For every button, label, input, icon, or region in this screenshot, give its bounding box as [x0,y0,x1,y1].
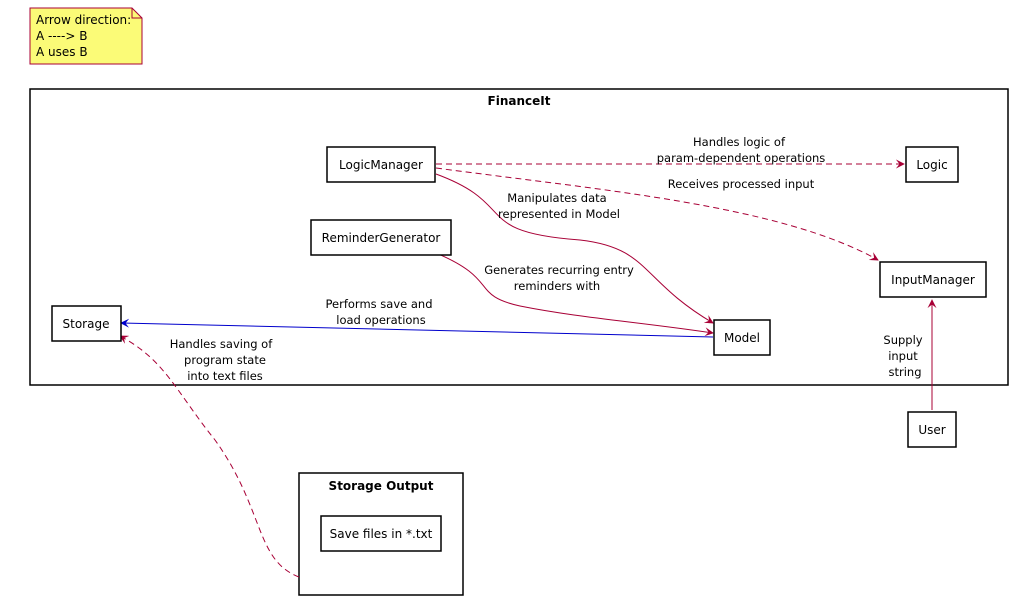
label-user-2: input [888,349,918,363]
label-user-3: string [888,365,921,379]
financeit-title: FinanceIt [488,94,551,108]
financeit-container: FinanceIt [29,88,1009,386]
node-inputmanager-label: InputManager [891,273,975,287]
node-remindergenerator-label: ReminderGenerator [322,231,441,245]
node-remindergenerator[interactable]: ReminderGenerator [310,219,452,256]
label-input: Receives processed input [668,177,815,191]
node-user[interactable]: User [907,411,957,448]
label-storage-3: into text files [187,369,263,383]
node-savefiles-label: Save files in *.txt [330,527,433,541]
edge-model-storage [120,318,714,338]
node-logic[interactable]: Logic [905,146,959,183]
edges [119,159,937,578]
edge-logicmanager-inputmanager [435,167,879,261]
label-manipulate-1: Manipulates data [507,191,606,205]
label-reminder-1: Generates recurring entry [484,263,634,277]
node-logicmanager[interactable]: LogicManager [326,146,436,183]
node-inputmanager[interactable]: InputManager [879,261,987,298]
note-line-2: A ----> B [36,29,87,43]
label-manipulate-2: represented in Model [498,207,620,221]
node-savefiles[interactable]: Save files in *.txt [320,515,442,552]
edge-logicmanager-model [435,173,714,324]
label-save-2: load operations [336,313,425,327]
label-storage-2: program state [184,353,266,367]
node-user-label: User [918,423,945,437]
node-model[interactable]: Model [713,319,771,356]
edge-labels: Handles logic of param-dependent operati… [170,135,923,383]
label-storage-1: Handles saving of [170,337,274,351]
node-logic-label: Logic [916,158,947,172]
storage-output-container: Storage Output [298,472,464,596]
edge-saveoutput-storage [119,335,300,578]
label-logic-2: param-dependent operations [657,151,826,165]
label-user-1: Supply [883,333,922,347]
node-logicmanager-label: LogicManager [339,158,423,172]
note-line-3: A uses B [36,45,88,59]
label-reminder-2: reminders with [514,279,600,293]
legend-note: Arrow direction: A ----> B A uses B [29,7,143,65]
label-save-1: Performs save and [326,297,433,311]
node-model-label: Model [724,331,760,345]
node-storage[interactable]: Storage [51,305,122,342]
storage-output-title: Storage Output [329,479,434,493]
label-logic-1: Handles logic of [693,135,786,149]
node-storage-label: Storage [63,317,110,331]
edge-remindergenerator-model [435,252,714,337]
note-line-1: Arrow direction: [36,13,131,27]
